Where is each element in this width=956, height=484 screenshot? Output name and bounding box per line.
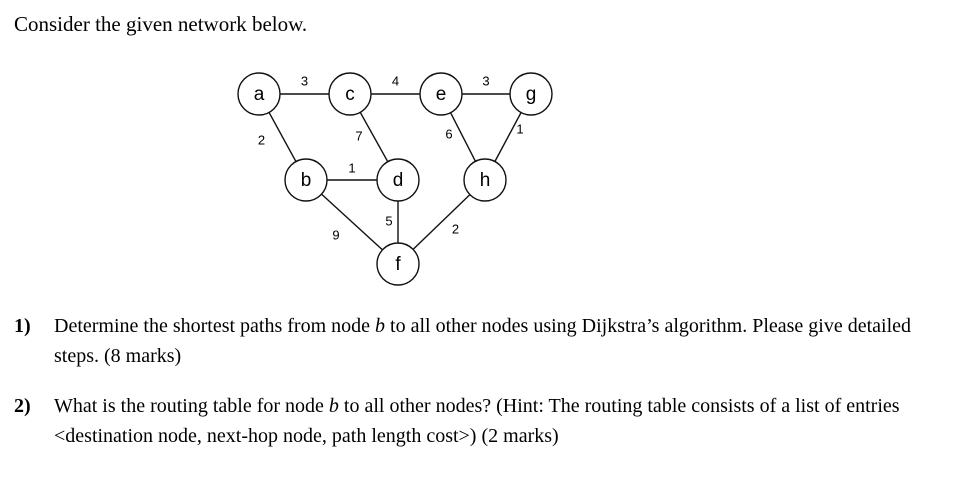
node-circle — [328, 72, 372, 116]
question-text-part: What is the routing table for node — [54, 395, 329, 417]
question-number: 1) — [14, 315, 31, 337]
node-label: d — [393, 170, 404, 191]
node-c: c — [328, 72, 372, 116]
edge-weight-e-g: 3 — [482, 73, 489, 88]
edge-weight-b-f: 9 — [332, 227, 339, 242]
edge-a-b — [268, 112, 297, 162]
question-text: What is the routing table for node b to … — [14, 391, 944, 451]
question-2: 2) What is the routing table for node b … — [14, 391, 944, 451]
question-node: b — [328, 395, 339, 417]
edge-weight-h-f: 2 — [452, 221, 459, 236]
node-g: g — [509, 72, 553, 116]
node-circle — [237, 72, 281, 116]
edge-weight-c-e: 4 — [392, 73, 399, 88]
node-b: b — [284, 158, 328, 202]
question-1: 1) Determine the shortest paths from nod… — [14, 311, 944, 371]
question-text-part: Determine the shortest paths from node — [54, 315, 376, 337]
node-label: c — [345, 84, 355, 105]
edge-g-h — [494, 112, 522, 162]
node-label: h — [480, 170, 491, 191]
node-f: f — [376, 242, 420, 286]
node-circle — [463, 158, 507, 202]
edge-b-f — [321, 193, 383, 251]
edge-weight-d-f: 5 — [385, 213, 392, 228]
edge-weight-a-c: 3 — [301, 73, 308, 88]
edge-weight-e-h: 6 — [445, 126, 452, 141]
node-circle — [376, 242, 420, 286]
edge-c-d — [359, 111, 389, 163]
question-number: 2) — [14, 395, 31, 417]
edge-weight-b-d: 1 — [348, 160, 355, 175]
edge-e-h — [449, 112, 477, 162]
edges-layer: 3 4 3 2 7 6 1 1 9 5 2 — [258, 73, 524, 251]
node-label: e — [436, 84, 447, 105]
node-circle — [509, 72, 553, 116]
node-circle — [376, 158, 420, 202]
node-a: a — [237, 72, 281, 116]
node-label: f — [395, 254, 401, 275]
node-circle — [284, 158, 328, 202]
question-node: b — [375, 315, 386, 337]
edge-weight-g-h: 1 — [516, 121, 523, 136]
question-text: Determine the shortest paths from node b… — [14, 311, 944, 371]
node-label: a — [254, 84, 265, 105]
edge-weight-c-d: 7 — [355, 128, 362, 143]
edge-h-f — [412, 194, 471, 250]
node-label: b — [301, 170, 312, 191]
nodes-layer: a c e g b d h f — [237, 72, 553, 286]
node-h: h — [463, 158, 507, 202]
node-circle — [419, 72, 463, 116]
intro-text: Consider the given network below. — [14, 12, 308, 36]
node-e: e — [419, 72, 463, 116]
edge-weight-a-b: 2 — [258, 132, 265, 147]
network-diagram: 3 4 3 2 7 6 1 1 9 5 2 a c e g b d h f — [237, 72, 553, 286]
node-d: d — [376, 158, 420, 202]
question-text-part: to all other nodes using Dijkstra’s algo… — [54, 315, 912, 367]
question-text-part: to all other nodes? (Hint: The routing t… — [54, 395, 900, 447]
node-label: g — [526, 84, 537, 105]
